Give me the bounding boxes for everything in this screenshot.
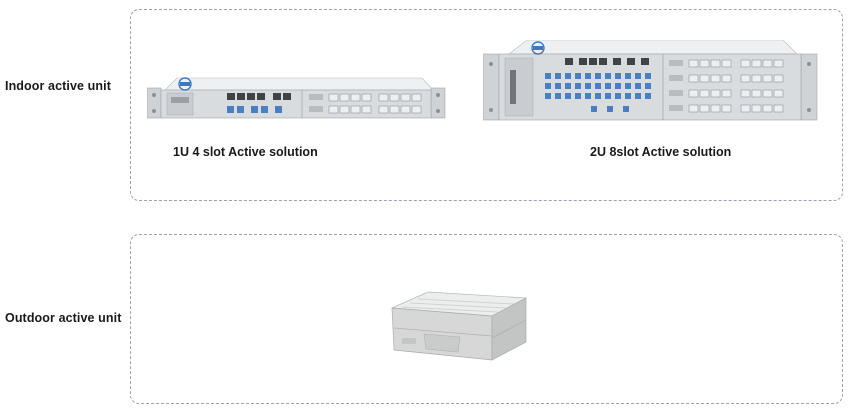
outdoor-enclosure-image [391, 291, 528, 361]
row-label-outdoor: Outdoor active unit [5, 311, 122, 325]
row-label-indoor: Indoor active unit [5, 79, 111, 93]
outdoor-panel [130, 234, 843, 404]
indoor-panel: 1U 4 slot Active solution 2U 8slot Activ… [130, 9, 843, 201]
2u-chassis-image [483, 40, 818, 121]
1u-chassis-image [147, 77, 446, 119]
caption-2u-8-slot: 2U 8slot Active solution [590, 145, 732, 159]
caption-1u-4-slot: 1U 4 slot Active solution [173, 145, 318, 159]
